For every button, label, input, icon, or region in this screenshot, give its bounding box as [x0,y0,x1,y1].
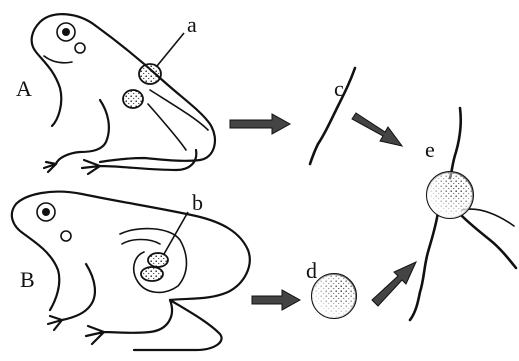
frog-a-testis-upper [139,64,161,84]
label-A: A [16,76,32,101]
sperm-e-right [462,216,516,268]
sperm-e-top [450,108,461,178]
label-e: e [425,137,435,162]
label-a: a [187,12,197,37]
frog-a [32,14,215,174]
label-B: B [20,267,35,292]
pointer-line-a [157,33,184,66]
frog-b-ear [61,231,71,241]
frog-b-ovary-upper [148,253,168,267]
frog-b-ovary-lower [141,267,163,281]
egg-d [312,274,356,318]
arrow-d-to-e [372,262,416,306]
arrow-b-to-d [252,290,300,310]
frog-a-ear [75,43,85,53]
frog-b-eye [42,208,50,216]
sperm-c [310,68,355,164]
frog-a-testis-lower [123,90,143,108]
frog-b-hind-leg [86,300,222,350]
label-b: b [192,190,203,215]
frog-a-mouth [44,56,72,63]
frog-a-back-leg [44,100,109,172]
frog-a-thigh [148,90,208,150]
arrow-a-to-c [230,114,290,134]
frog-a-eye [62,28,70,36]
label-c: c [334,76,344,101]
label-d: d [306,258,317,283]
frog-b [12,192,250,350]
arrow-c-to-e [352,113,402,146]
